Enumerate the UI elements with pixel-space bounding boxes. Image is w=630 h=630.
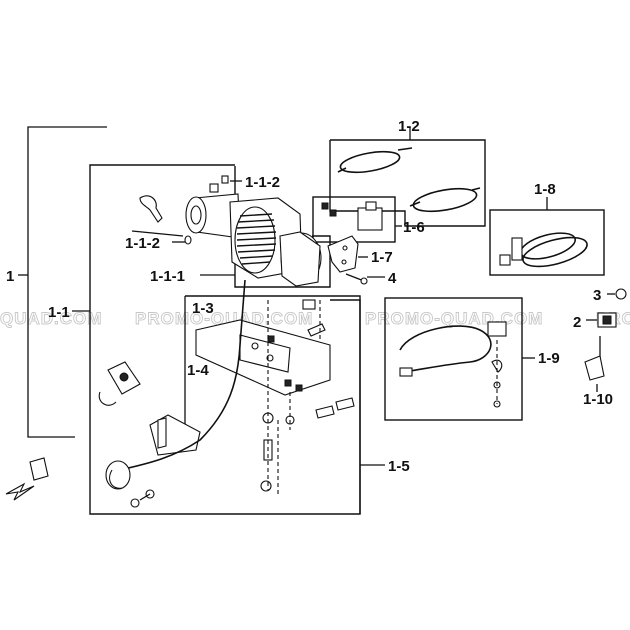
callout-1-7: 1-7 [371, 249, 393, 266]
callout-1-6: 1-6 [403, 219, 425, 236]
hardware-bolts [260, 299, 355, 492]
front-direction-icon [5, 457, 49, 501]
callout-1-10: 1-10 [583, 391, 613, 408]
switch-part-2 [597, 312, 617, 328]
callout-1-1-2-left: 1-1-2 [125, 235, 160, 252]
assembly-lines [267, 300, 321, 495]
bracket-item-1 [27, 126, 107, 438]
winch-cable-hook [105, 279, 246, 508]
switch-harness-1-8 [499, 232, 588, 268]
bolt-part-3 [615, 288, 627, 300]
callout-1-1: 1-1 [48, 304, 70, 321]
box-remote-harness [384, 297, 523, 421]
callout-1-3: 1-3 [192, 300, 214, 317]
callout-2: 2 [573, 314, 581, 331]
callout-1: 1 [6, 268, 14, 285]
callout-1-2: 1-2 [398, 118, 420, 135]
bracket-1-7 [327, 235, 359, 273]
callout-3: 3 [593, 287, 601, 304]
hardware-1-1-2-top [221, 175, 229, 184]
remote-harness-1-9 [399, 321, 507, 408]
callout-4: 4 [388, 270, 397, 287]
callout-1-8: 1-8 [534, 181, 556, 198]
watermark-text: QUAD.COM [0, 309, 102, 328]
watermark-text: PROMO-QUAD.COM [365, 309, 543, 328]
box-cables [329, 139, 486, 227]
callout-1-9: 1-9 [538, 350, 560, 367]
relay-1-6 [321, 201, 383, 231]
battery-cables-1-2 [337, 147, 481, 213]
hardware-1-1-2-left [131, 195, 192, 245]
fairlead-1-4 [149, 414, 201, 456]
clip-part-1-10 [584, 355, 605, 381]
hook-strap [98, 361, 141, 406]
callout-1-4: 1-4 [187, 362, 209, 379]
callout-1-1-1: 1-1-1 [150, 268, 185, 285]
winch-motor [185, 183, 322, 287]
box-winch-assembly [89, 164, 361, 515]
callout-1-1-2-top: 1-1-2 [245, 174, 280, 191]
screw-4 [345, 273, 368, 285]
callout-1-5: 1-5 [388, 458, 410, 475]
